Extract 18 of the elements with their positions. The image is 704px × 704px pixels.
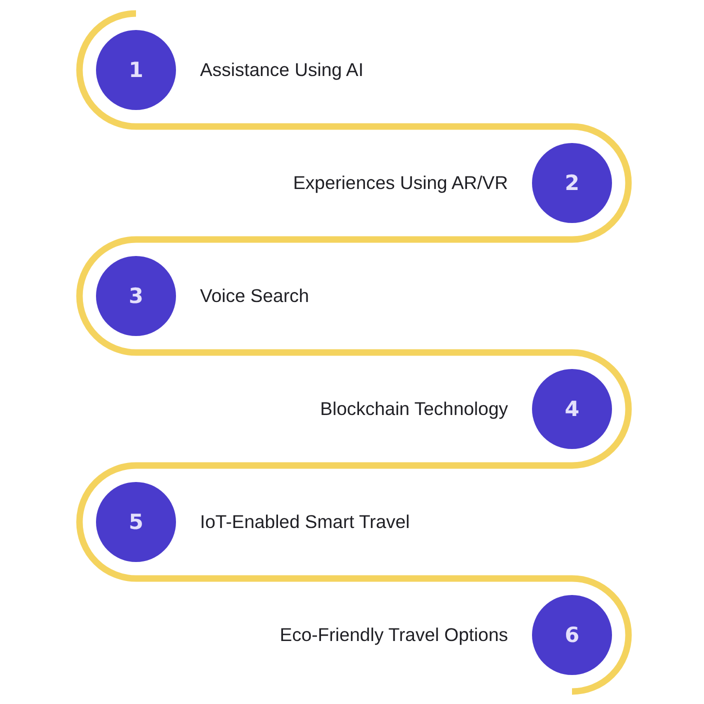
step-label: Voice Search (200, 284, 310, 308)
step-number: 4 (564, 398, 580, 420)
step-number: 3 (128, 286, 144, 306)
step-number: 2 (564, 172, 580, 194)
number-circle (96, 482, 176, 562)
number-circle (96, 256, 176, 336)
number-circle (532, 369, 612, 449)
step-number: 5 (128, 512, 144, 532)
step-label: Assistance Using AI (200, 58, 364, 82)
step-number: 6 (564, 624, 580, 646)
step-label: IoT-Enabled Smart Travel (200, 510, 410, 534)
step-label: Blockchain Technology (320, 397, 508, 421)
step-label: Eco-Friendly Travel Options (280, 623, 508, 647)
step-label: Experiences Using AR/VR (293, 171, 508, 195)
number-circle (532, 595, 612, 675)
step-number: 1 (128, 60, 144, 80)
number-circle (532, 143, 612, 223)
number-circle (96, 30, 176, 110)
